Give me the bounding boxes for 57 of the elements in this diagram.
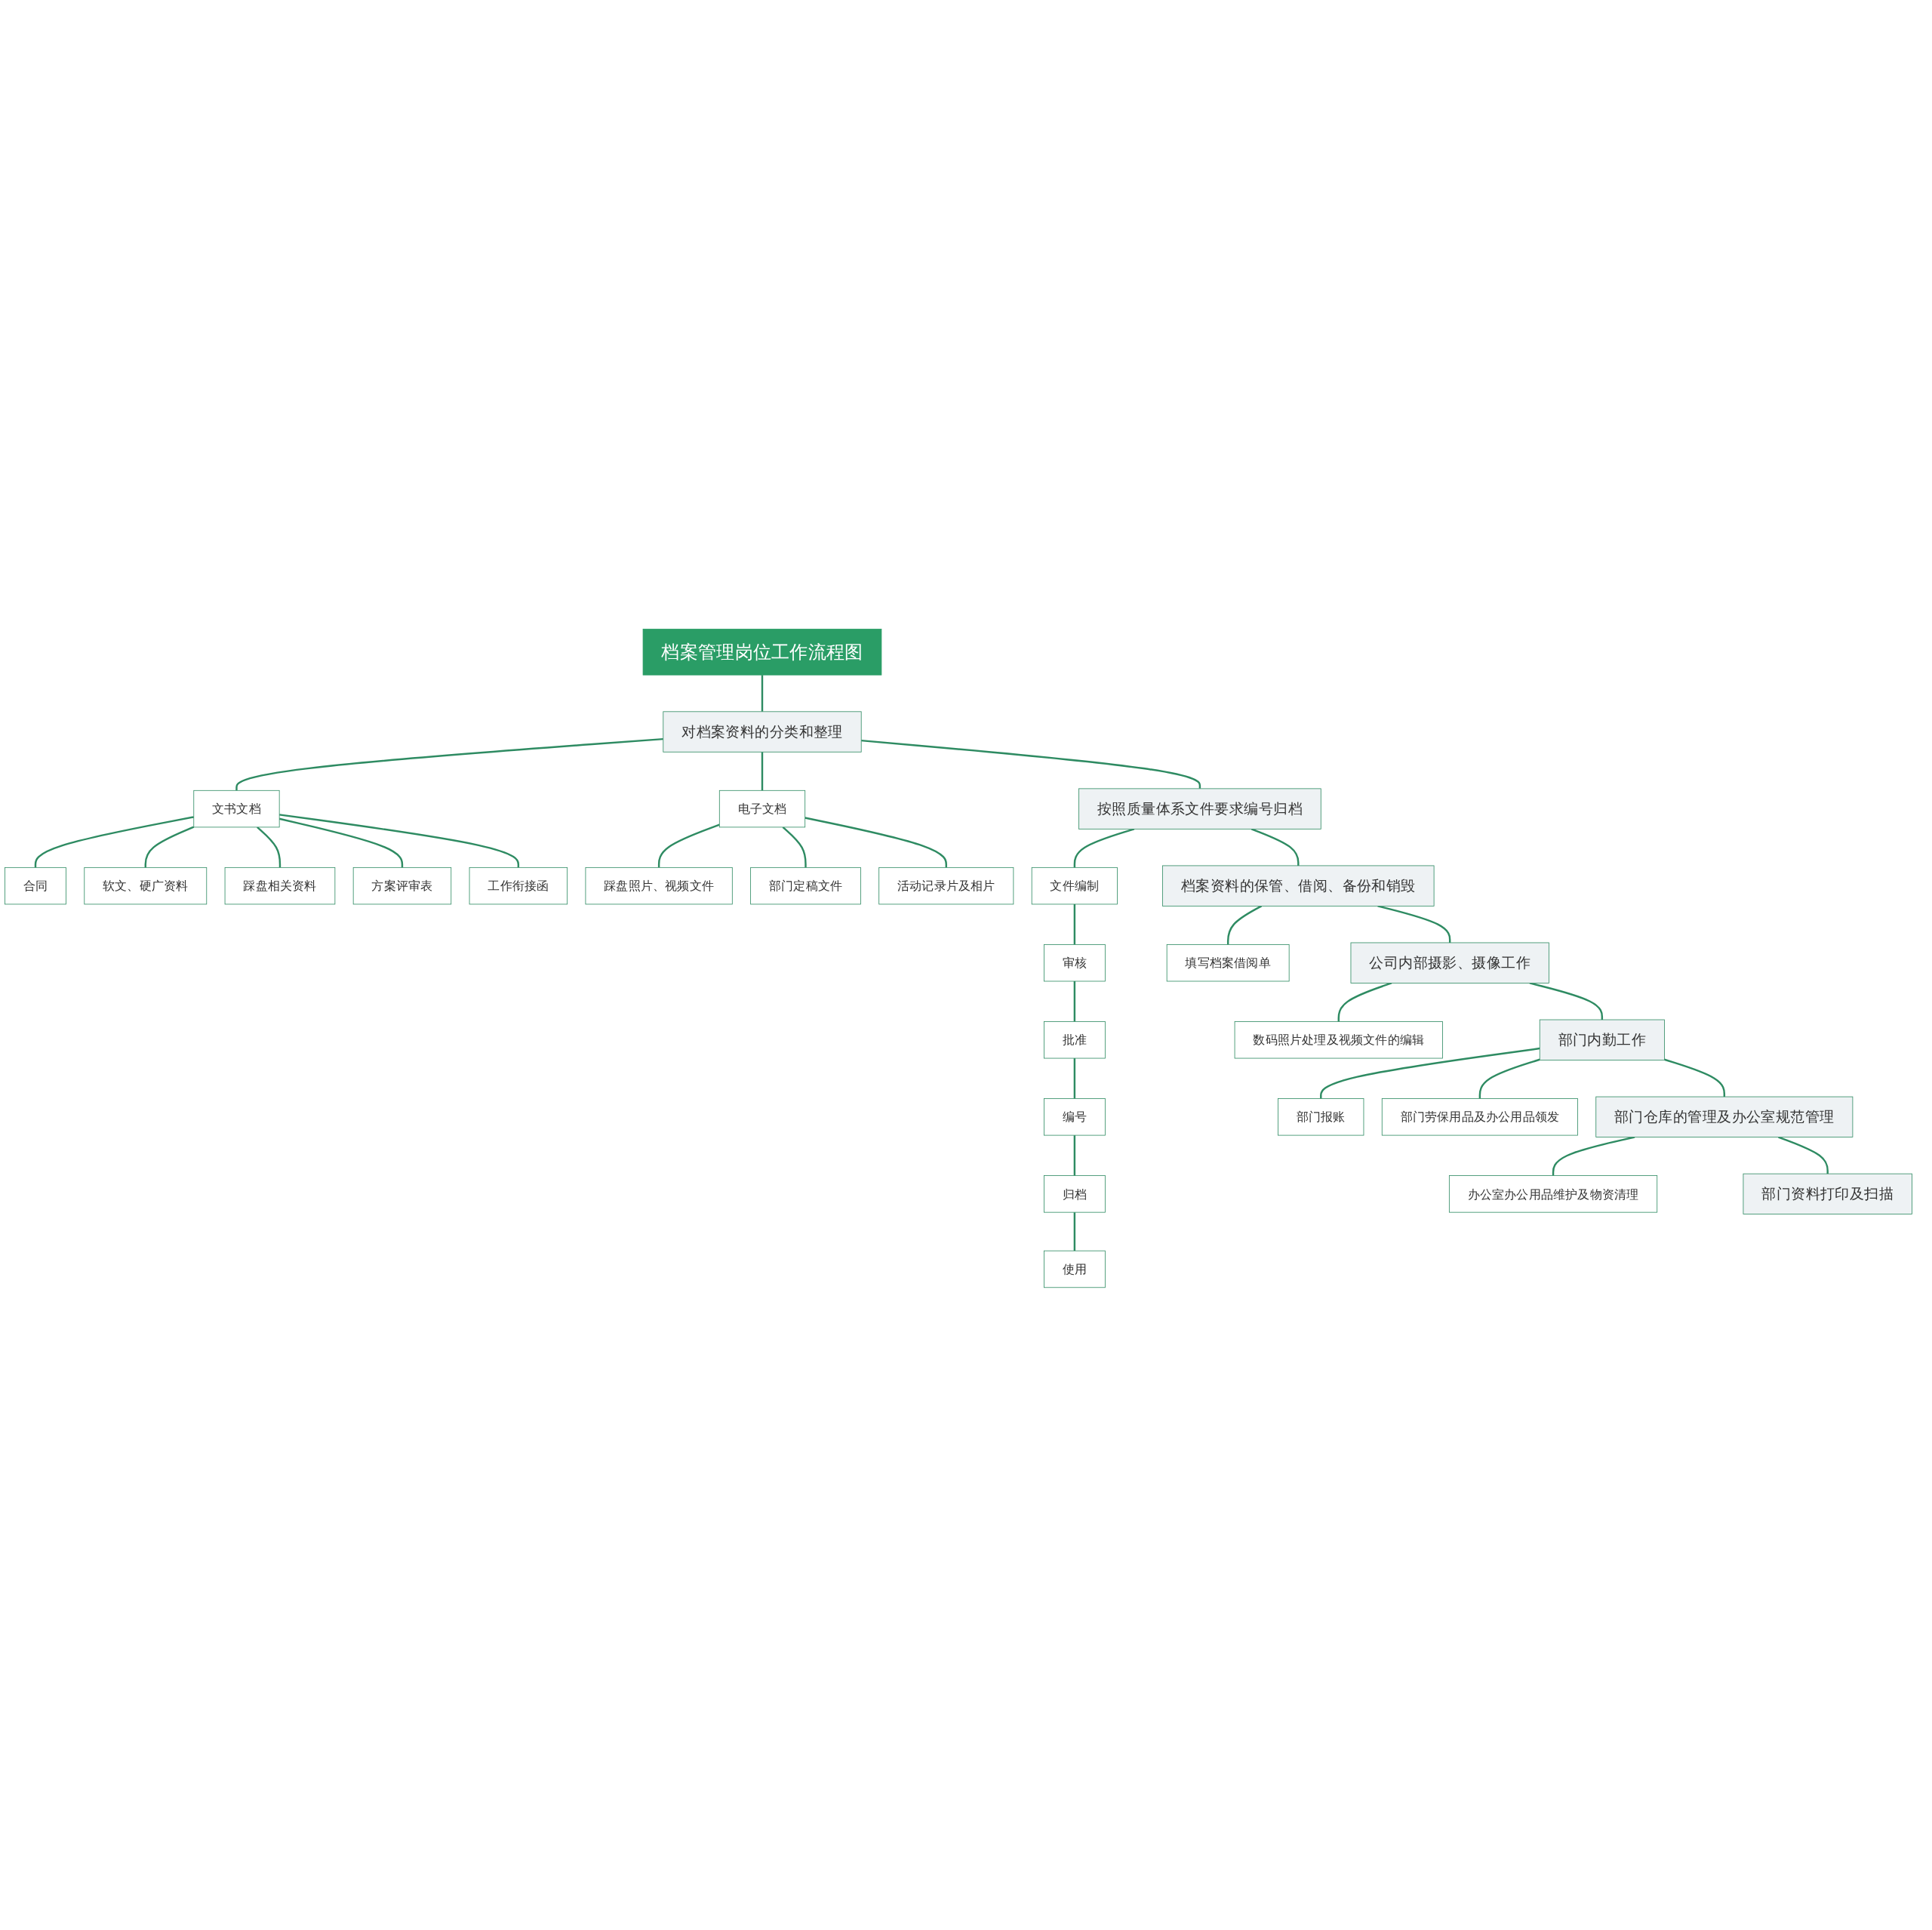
connector [279,814,520,868]
connector [1251,828,1300,866]
node-box: 部门定稿文件 [750,867,861,905]
connector [1073,1212,1076,1251]
node-box: 审核 [1044,944,1106,982]
node-box: 填写档案借阅单 [1166,944,1290,982]
node-box: 电子文档 [718,790,806,828]
connector [804,817,947,868]
node-box: 踩盘相关资料 [224,867,336,905]
connector [1529,982,1604,1020]
connector [1073,904,1076,945]
node-box: 批准 [1044,1021,1106,1059]
connector [235,738,663,791]
node-box: 编号 [1044,1098,1106,1136]
connector [1478,1059,1540,1099]
connector [657,823,720,868]
node-box: 方案评审表 [352,867,452,905]
connector [1073,1058,1076,1099]
connector [1664,1059,1726,1097]
node-box: 工作衔接函 [469,867,568,905]
node-box: 部门内勤工作 [1539,1020,1665,1061]
connector [257,826,281,868]
node-box: 办公室办公用品维护及物资清理 [1448,1175,1658,1213]
node-box: 合同 [5,867,66,905]
connector [1552,1136,1635,1176]
connector [1073,981,1076,1022]
connector [761,675,764,713]
node-box: 部门报账 [1278,1098,1364,1136]
node-box: 归档 [1044,1175,1106,1213]
node-box: 档案资料的保管、借阅、备份和销毁 [1162,865,1435,907]
node-box: 数码照片处理及视频文件的编辑 [1234,1021,1443,1059]
connector [782,826,807,868]
node-box: 文件编制 [1031,867,1118,905]
connector [1073,828,1135,868]
connector [861,740,1201,790]
connector [1377,905,1451,943]
connector [1778,1136,1829,1174]
connector [278,817,404,868]
node-box: 公司内部摄影、摄像工作 [1350,942,1549,984]
node-box: 按照质量体系文件要求编号归档 [1078,788,1321,830]
node-box: 文书文档 [193,790,280,828]
node-box: 使用 [1044,1251,1106,1288]
node-box: 部门劳保用品及办公用品领发 [1381,1098,1578,1136]
connector [144,826,195,868]
connector [761,752,764,791]
node-box: 档案管理岗位工作流程图 [642,629,882,676]
connector [1073,1135,1076,1176]
node-box: 踩盘照片、视频文件 [585,867,733,905]
node-box: 对档案资料的分类和整理 [663,711,862,753]
connector [1337,982,1392,1022]
connector [1226,905,1263,945]
node-box: 软文、硬广资料 [84,867,208,905]
node-box: 部门资料打印及扫描 [1743,1174,1912,1215]
connector [1320,1048,1540,1099]
connector [34,816,194,868]
node-box: 活动记录片及相片 [878,867,1014,905]
node-box: 部门仓库的管理及办公室规范管理 [1595,1097,1854,1138]
